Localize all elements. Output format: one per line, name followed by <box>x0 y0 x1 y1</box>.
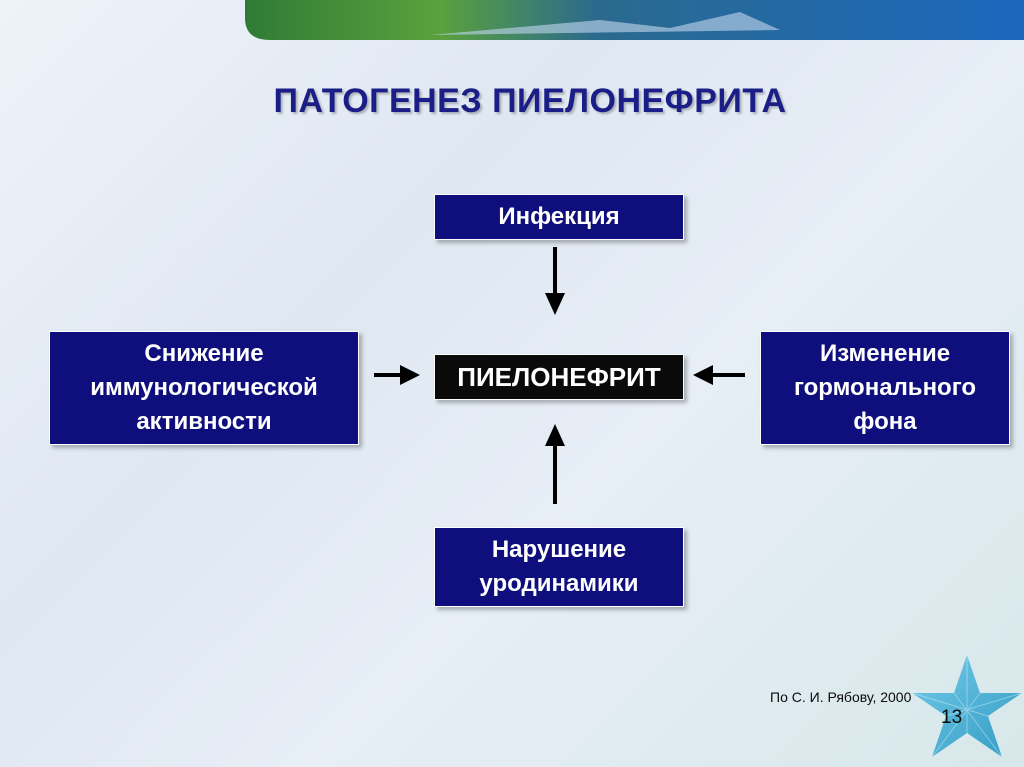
node-immunity-label: Снижение иммунологической активности <box>90 340 318 435</box>
node-pyelonephritis: ПИЕЛОНЕФРИТ <box>434 354 684 400</box>
node-hormonal-label: Изменение гормонального фона <box>793 340 977 435</box>
node-urodynamics-label: Нарушение уродинамики <box>479 536 639 597</box>
node-infection: Инфекция <box>434 194 684 240</box>
arrow-down-icon <box>545 247 565 315</box>
node-infection-label: Инфекция <box>498 203 620 230</box>
node-hormonal-change: Изменение гормонального фона <box>760 331 1010 445</box>
arrow-right-icon <box>374 365 420 385</box>
page-number: 13 <box>941 707 963 728</box>
diagram-title: ПАТОГЕНЕЗ ПИЕЛОНЕФРИТА <box>273 82 787 120</box>
citation-text: По С. И. Рябову, 2000 <box>770 689 912 705</box>
node-urodynamics-disorder: Нарушение уродинамики <box>434 527 684 607</box>
arrow-up-icon <box>545 424 565 504</box>
top-banner <box>245 0 1024 40</box>
arrow-left-icon <box>693 365 745 385</box>
node-immunity-decrease: Снижение иммунологической активности <box>49 331 359 445</box>
star-decoration-icon <box>911 655 1023 758</box>
node-pyelonephritis-label: ПИЕЛОНЕФРИТ <box>457 362 661 392</box>
